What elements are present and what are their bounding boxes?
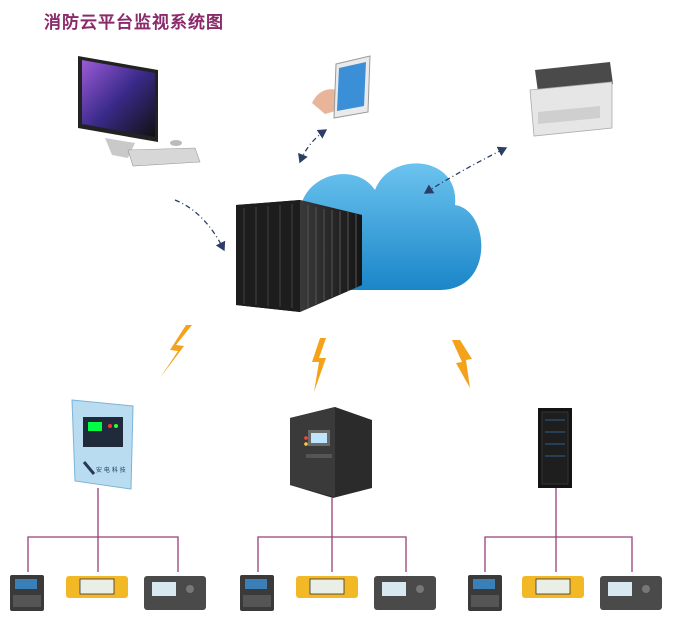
- gray-display-meter-icon: [374, 576, 436, 610]
- fire-control-cabinet-icon: 安 电 科 技: [71, 399, 134, 490]
- bus-wiring: [27, 488, 633, 572]
- yellow-display-meter-icon: [66, 576, 128, 598]
- network-cabinet-icon: [538, 408, 572, 488]
- yellow-display-meter-icon: [296, 576, 358, 598]
- din-rail-module-icon: [10, 575, 44, 611]
- wireless-bolt-icon: [160, 325, 192, 378]
- din-rail-module-icon: [240, 575, 274, 611]
- desktop-computer-icon: [78, 56, 201, 167]
- svg-text:安 电 科 技: 安 电 科 技: [96, 466, 126, 474]
- gray-display-meter-icon: [600, 576, 662, 610]
- gray-display-meter-icon: [144, 576, 206, 610]
- page-title: 消防云平台监视系统图: [44, 13, 224, 33]
- smartphone-icon: [312, 55, 371, 119]
- fire-alarm-panel-icon: [290, 407, 372, 498]
- wireless-bolt-icon: [312, 338, 326, 392]
- yellow-display-meter-icon: [522, 576, 584, 598]
- connection-arrows: [174, 129, 508, 252]
- server-rack-icon: [236, 200, 362, 312]
- wireless-bolt-icon: [452, 340, 472, 388]
- din-rail-module-icon: [468, 575, 502, 611]
- printer-icon: [529, 62, 613, 137]
